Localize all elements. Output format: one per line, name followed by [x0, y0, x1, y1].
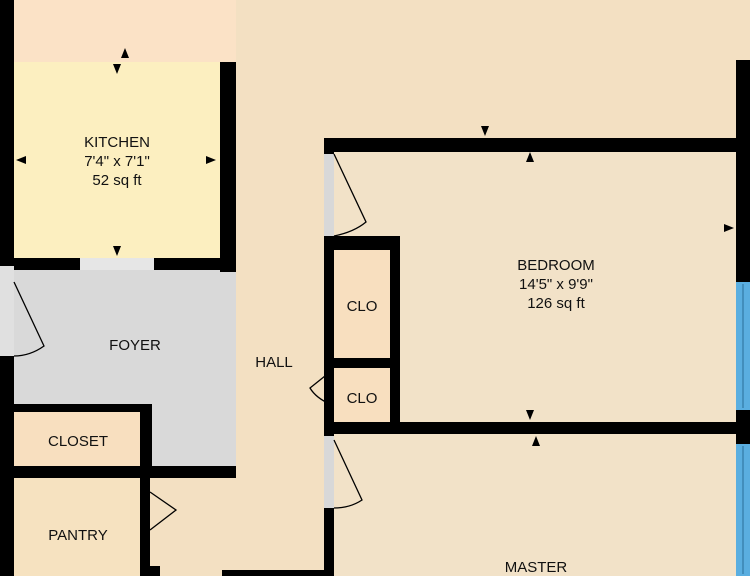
- wall: [736, 60, 750, 282]
- top-left-room-fill: [0, 0, 236, 62]
- wall: [140, 478, 150, 576]
- master-name: MASTER: [505, 559, 568, 576]
- arrow: [121, 48, 129, 58]
- arrow: [532, 436, 540, 446]
- wall: [324, 236, 334, 436]
- clo-upper-fill: [334, 250, 390, 360]
- arrow: [481, 126, 489, 136]
- wall: [222, 570, 332, 576]
- clo-upper-name: CLO: [347, 298, 378, 315]
- hall-lower-fill: [150, 470, 326, 576]
- wall: [0, 0, 14, 266]
- wall: [324, 236, 400, 250]
- bedroom-dimensions: 14'5" x 9'9": [519, 276, 593, 293]
- pantry-fill: [14, 478, 142, 576]
- kitchen-area: 52 sq ft: [92, 172, 142, 189]
- arrow: [206, 156, 216, 164]
- wall: [390, 250, 400, 422]
- arrow: [526, 152, 534, 162]
- arrow: [16, 156, 26, 164]
- arrow: [724, 224, 734, 232]
- pantry-name: PANTRY: [48, 527, 107, 544]
- living-room-fill: [236, 0, 750, 140]
- master-fill: [334, 432, 750, 576]
- arrow: [113, 246, 121, 256]
- closet-fill: [14, 412, 142, 468]
- master-doorway: [324, 436, 334, 508]
- pantry-door: [149, 491, 178, 531]
- bedroom-area: 126 sq ft: [527, 295, 585, 312]
- arrow: [526, 410, 534, 420]
- bedroom-door: [333, 153, 367, 237]
- wall: [154, 258, 236, 270]
- dimension-arrows: [16, 48, 734, 446]
- wall: [0, 356, 14, 576]
- arrow: [113, 64, 121, 74]
- hall-name: HALL: [255, 354, 293, 371]
- bedroom-upper-fill: [334, 150, 404, 240]
- wall: [14, 404, 140, 412]
- wall: [324, 138, 750, 152]
- door-swings: [13, 153, 367, 531]
- wall: [324, 138, 334, 154]
- wall: [14, 466, 236, 478]
- clo-lower-fill: [334, 368, 390, 424]
- foyer-name: FOYER: [109, 337, 161, 354]
- kitchen-doorway: [80, 258, 154, 270]
- kitchen-fill: [14, 62, 220, 262]
- entry-doorway: [0, 266, 14, 356]
- wall: [334, 358, 390, 368]
- clo-lower-door: [309, 371, 331, 405]
- wall: [150, 566, 160, 576]
- clo-lower-name: CLO: [347, 390, 378, 407]
- wall: [220, 62, 236, 272]
- wall: [14, 258, 80, 270]
- kitchen-name: KITCHEN: [84, 134, 150, 151]
- bedroom-name: BEDROOM: [517, 257, 595, 274]
- wall: [736, 410, 750, 444]
- bedroom-doorway: [324, 154, 334, 236]
- kitchen-dimensions: 7'4" x 7'1": [84, 153, 150, 170]
- wall: [140, 404, 152, 478]
- bedroom-fill: [400, 150, 736, 422]
- foyer-fill: [14, 270, 236, 410]
- entry-door: [13, 281, 45, 357]
- foyer-lower-fill: [150, 405, 236, 471]
- master-door: [333, 439, 363, 509]
- wall: [324, 422, 750, 434]
- closet-name: CLOSET: [48, 433, 108, 450]
